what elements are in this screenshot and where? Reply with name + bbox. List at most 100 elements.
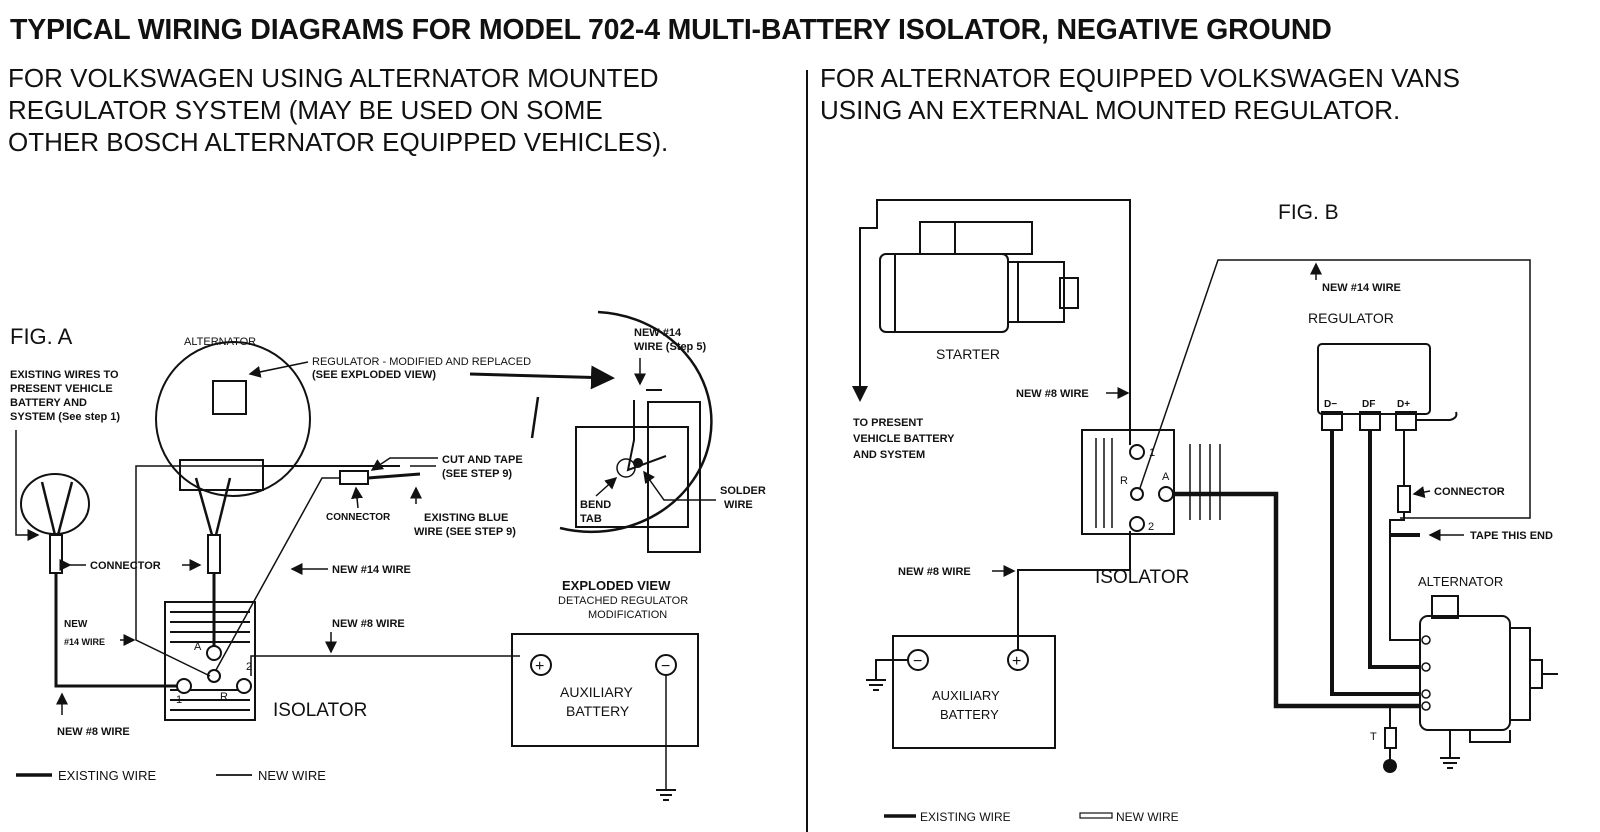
left-subtitle-line: REGULATOR SYSTEM (MAY BE USED ON SOME [8,95,603,125]
existing-blue-label: WIRE (SEE STEP 9) [414,526,516,538]
isolator-b-body [1081,429,1175,535]
term-a-label: A [194,641,202,653]
aux-b-label: BATTERY [940,707,999,722]
inset-new14-label: NEW #14 [634,327,682,339]
panel-divider [806,70,808,832]
legend-existing-b: EXISTING WIRE [920,810,1011,824]
left-subtitle-line: OTHER BOSCH ALTERNATOR EQUIPPED VEHICLES… [8,127,669,157]
isolator-a-terminal-1 [176,678,192,694]
regulator-b-box [1317,343,1431,415]
page-title: TYPICAL WIRING DIAGRAMS FOR MODEL 702-4 … [10,14,1332,46]
plus-symbol: + [1012,653,1021,670]
t-terminal-icon [1383,759,1397,773]
new8-top-b-label: NEW #8 WIRE [1016,388,1089,400]
isolator-a-terminal-r [207,669,221,683]
to-present-label: AND SYSTEM [853,449,925,461]
right-subtitle: FOR ALTERNATOR EQUIPPED VOLKSWAGEN VANS … [820,62,1460,126]
starter-label: STARTER [936,346,1000,362]
term-a-b-label: A [1162,471,1170,483]
aux-b-positive [1007,649,1029,671]
cut-tape-label: (SEE STEP 9) [442,468,512,480]
term-r-b-label: R [1120,475,1128,487]
isolator-b-terminal-a [1158,486,1174,502]
minus-symbol: − [661,658,670,675]
fig-a: FIG. A ALTERNATOR EXISTING WIRES TO PRES… [10,310,766,801]
left-subtitle-line: FOR VOLKSWAGEN USING ALTERNATOR MOUNTED [8,63,659,93]
fig-b: FIG. B STARTER TO PRESENT VEHICLE BATTER… [852,199,1558,824]
legend-new-b: NEW WIRE [1116,810,1179,824]
new8-bottom-b-label: NEW #8 WIRE [898,566,971,578]
to-present-label: VEHICLE BATTERY [853,433,955,445]
regulator-label: (SEE EXPLODED VIEW) [312,369,436,381]
legend-existing-a: EXISTING WIRE [58,768,157,783]
ground-b-icon [866,679,886,691]
fig-a-label: FIG. A [10,324,73,349]
bend-tab-label: TAB [580,513,602,525]
isolator-a-terminal-2 [236,678,252,694]
legend-new-a: NEW WIRE [258,768,326,783]
new14-small-label: NEW [64,619,88,630]
detached-label: MODIFICATION [588,609,667,621]
detached-label: DETACHED REGULATOR [558,595,688,607]
bend-tab-label: BEND [580,499,611,511]
isolator-a-label: ISOLATOR [273,700,367,721]
aux-b-label: AUXILIARY [932,688,1000,703]
solder-wire-label: SOLDER [720,485,766,497]
right-subtitle-line: FOR ALTERNATOR EQUIPPED VOLKSWAGEN VANS [820,63,1461,93]
existing-wires-label: BATTERY AND [10,397,87,409]
new8-bottom-label: NEW #8 WIRE [57,726,130,738]
aux-battery-b [892,635,1056,749]
cut-tape-label: CUT AND TAPE [442,454,523,466]
reg-term-d-plus: D+ [1397,399,1410,410]
blue-wire-connector [339,470,369,485]
alternator-outline [155,341,311,497]
connector-b [1397,485,1411,513]
ground-a-icon [656,789,676,801]
term-2-label: 2 [246,661,252,673]
aux-battery-a [511,633,699,747]
regulator-label: REGULATOR - MODIFIED AND REPLACED [312,356,531,368]
isolator-b-terminal-1 [1129,444,1145,460]
alternator-connector [207,534,221,574]
aux-a-label: AUXILIARY [560,684,634,700]
new8-top-label: NEW #8 WIRE [332,618,405,630]
inset-new14-label: WIRE (Step 5) [634,341,706,353]
minus-symbol: − [913,653,922,670]
new14-b-label: NEW #14 WIRE [1322,282,1401,294]
term-r-label: R [220,691,228,703]
connector-b-label: CONNECTOR [1434,486,1505,498]
starter-icon [879,221,1079,333]
aux-a-label: BATTERY [566,703,630,719]
existing-wires-label: PRESENT VEHICLE [10,383,113,395]
reg-term-df: DF [1362,399,1375,410]
regulator-b-label: REGULATOR [1308,310,1394,326]
fig-b-label: FIG. B [1278,201,1339,224]
wire-bundle-loop [20,473,90,535]
existing-wires-arrow [15,430,40,541]
left-subtitle: FOR VOLKSWAGEN USING ALTERNATOR MOUNTED … [8,62,668,158]
alternator-terminal-block [179,459,264,491]
aux-a-positive [530,654,552,676]
isolator-a-terminal-a [206,645,222,661]
connector-label: CONNECTOR [90,560,161,572]
exploded-view-label: EXPLODED VIEW [562,578,671,593]
isolator-b-terminal-2 [1129,516,1145,532]
existing-wires-label: EXISTING WIRES TO [10,369,119,381]
right-subtitle-line: USING AN EXTERNAL MOUNTED REGULATOR. [820,95,1401,125]
tape-end-label: TAPE THIS END [1470,530,1553,542]
t-connector [1384,727,1397,749]
term-1-label: 1 [176,694,182,706]
ground-alt-icon [1440,730,1460,769]
legend-new-b-line [1079,812,1113,819]
solder-wire-label: WIRE [724,499,753,511]
alternator-b-icon [1419,595,1558,743]
isolator-b-terminal-r [1130,487,1144,501]
regulator-box [212,380,247,415]
left-connector [49,534,63,574]
to-present-label: TO PRESENT [853,417,923,429]
exploded-view-circle [559,310,713,534]
alternator-b-label: ALTERNATOR [1418,574,1503,589]
connector-small-label: CONNECTOR [326,512,391,523]
existing-wires-label: SYSTEM (See step 1) [10,411,120,423]
